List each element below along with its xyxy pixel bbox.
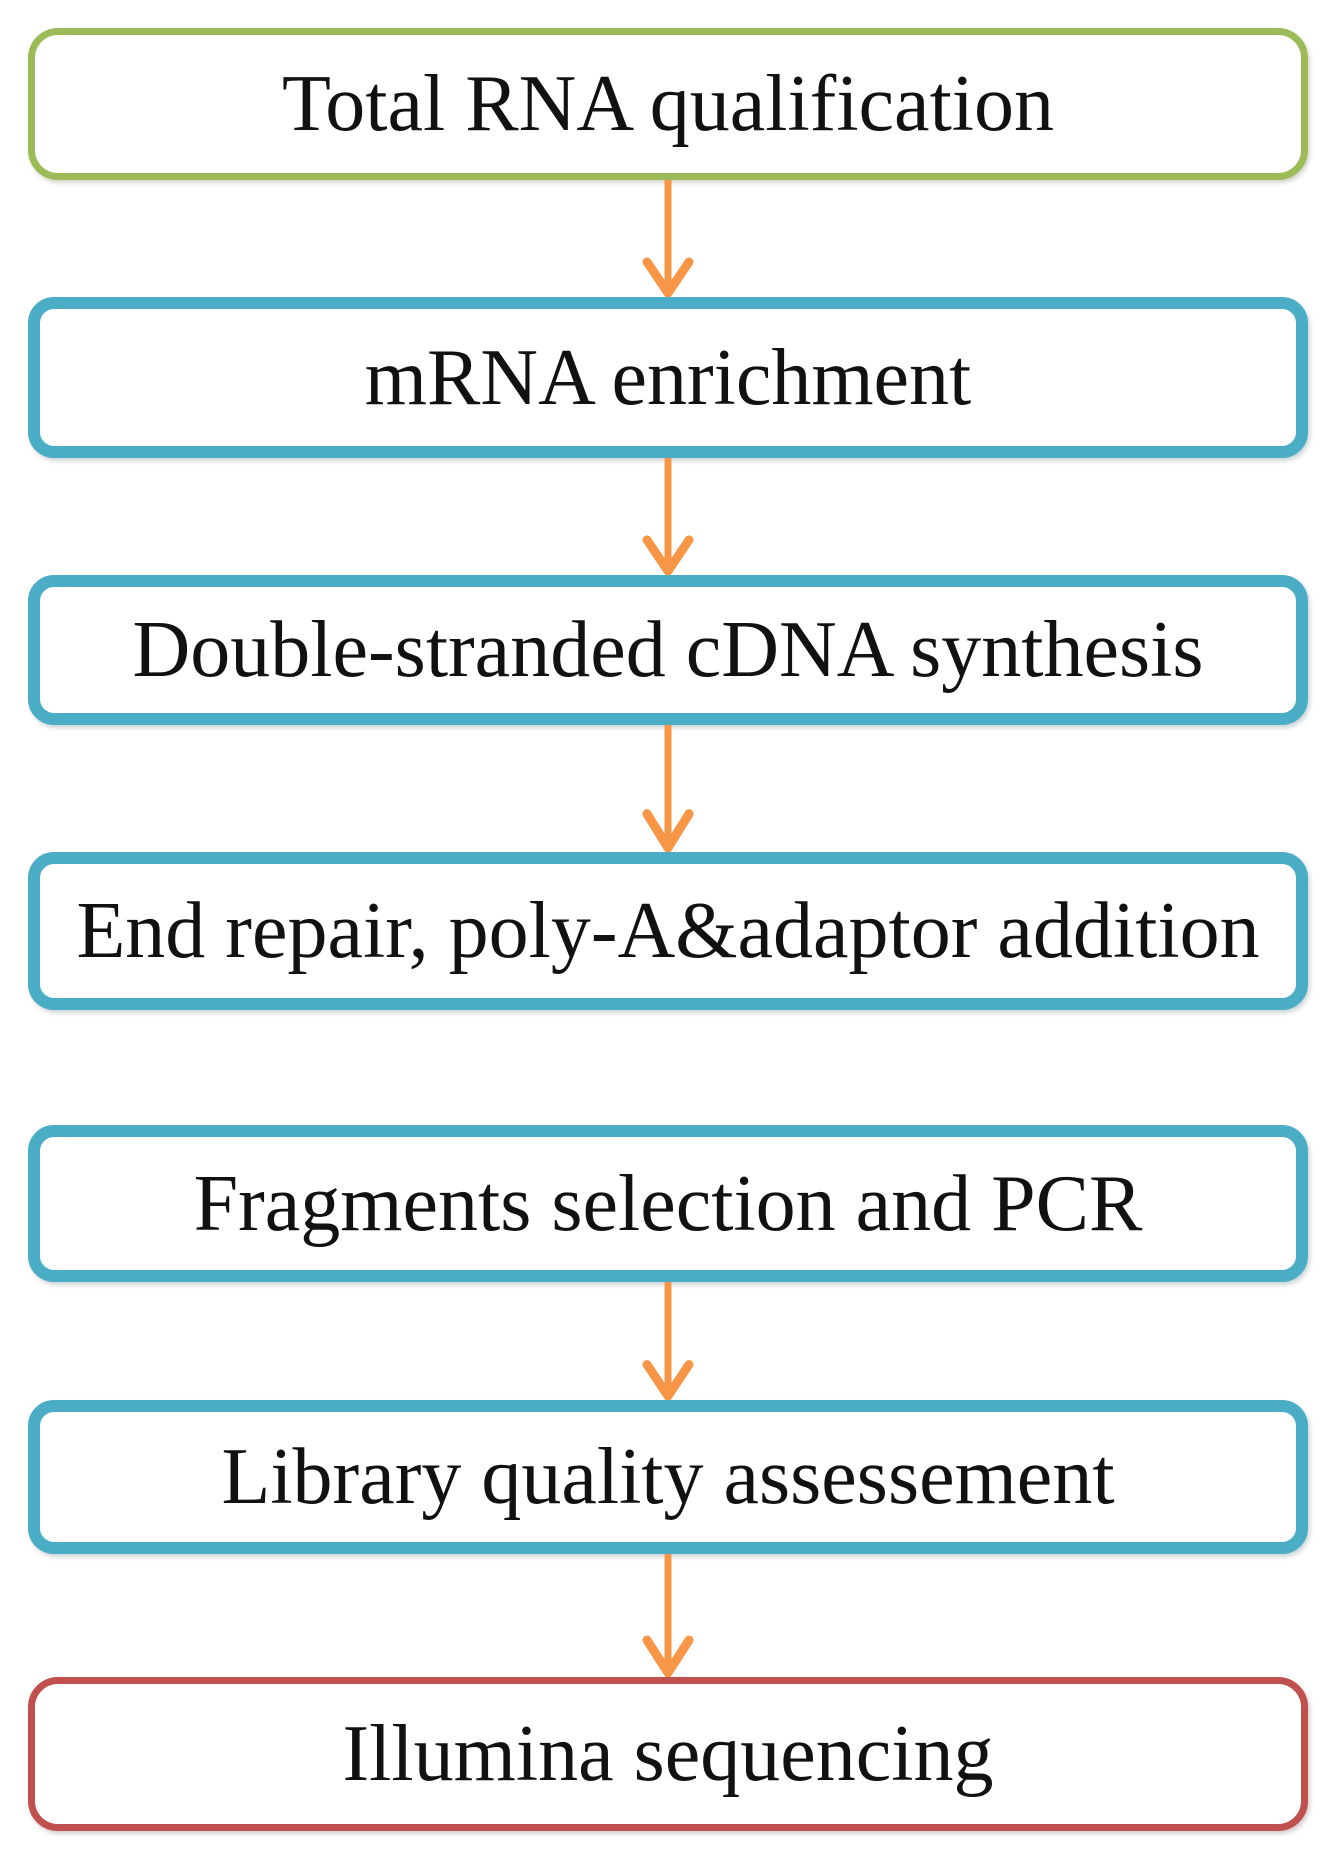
flow-step-total-rna-qualification: Total RNA qualification	[28, 28, 1308, 180]
flow-step-library-quality-assessment: Library quality assessement	[28, 1400, 1308, 1554]
arrow-head	[642, 1635, 694, 1677]
down-arrow-icon	[642, 180, 694, 297]
down-arrow-icon	[642, 1554, 694, 1677]
step-label: Total RNA qualification	[281, 60, 1055, 148]
flow-step-illumina-sequencing: Illumina sequencing	[28, 1677, 1308, 1831]
down-arrow-icon	[642, 1282, 694, 1400]
step-label: End repair, poly-A&adaptor addition	[76, 887, 1260, 975]
step-label: Fragments selection and PCR	[193, 1159, 1143, 1248]
step-label: mRNA enrichment	[364, 333, 972, 422]
down-arrow-icon	[642, 458, 694, 575]
arrow-head	[642, 1360, 694, 1400]
arrow-head	[642, 809, 694, 852]
flow-step-fragments-selection-and-pcr: Fragments selection and PCR	[28, 1125, 1308, 1282]
arrow-head	[642, 257, 694, 297]
down-arrow-icon	[642, 725, 694, 852]
arrow-head	[642, 535, 694, 575]
flow-step-end-repair-polya-adaptor-addition: End repair, poly-A&adaptor addition	[28, 852, 1308, 1010]
step-label: Illumina sequencing	[342, 1710, 994, 1798]
step-label: Library quality assessement	[221, 1433, 1115, 1521]
step-label: Double-stranded cDNA synthesis	[132, 606, 1204, 694]
flow-step-mrna-enrichment: mRNA enrichment	[28, 297, 1308, 458]
flow-step-double-stranded-cdna-synthesis: Double-stranded cDNA synthesis	[28, 575, 1308, 725]
